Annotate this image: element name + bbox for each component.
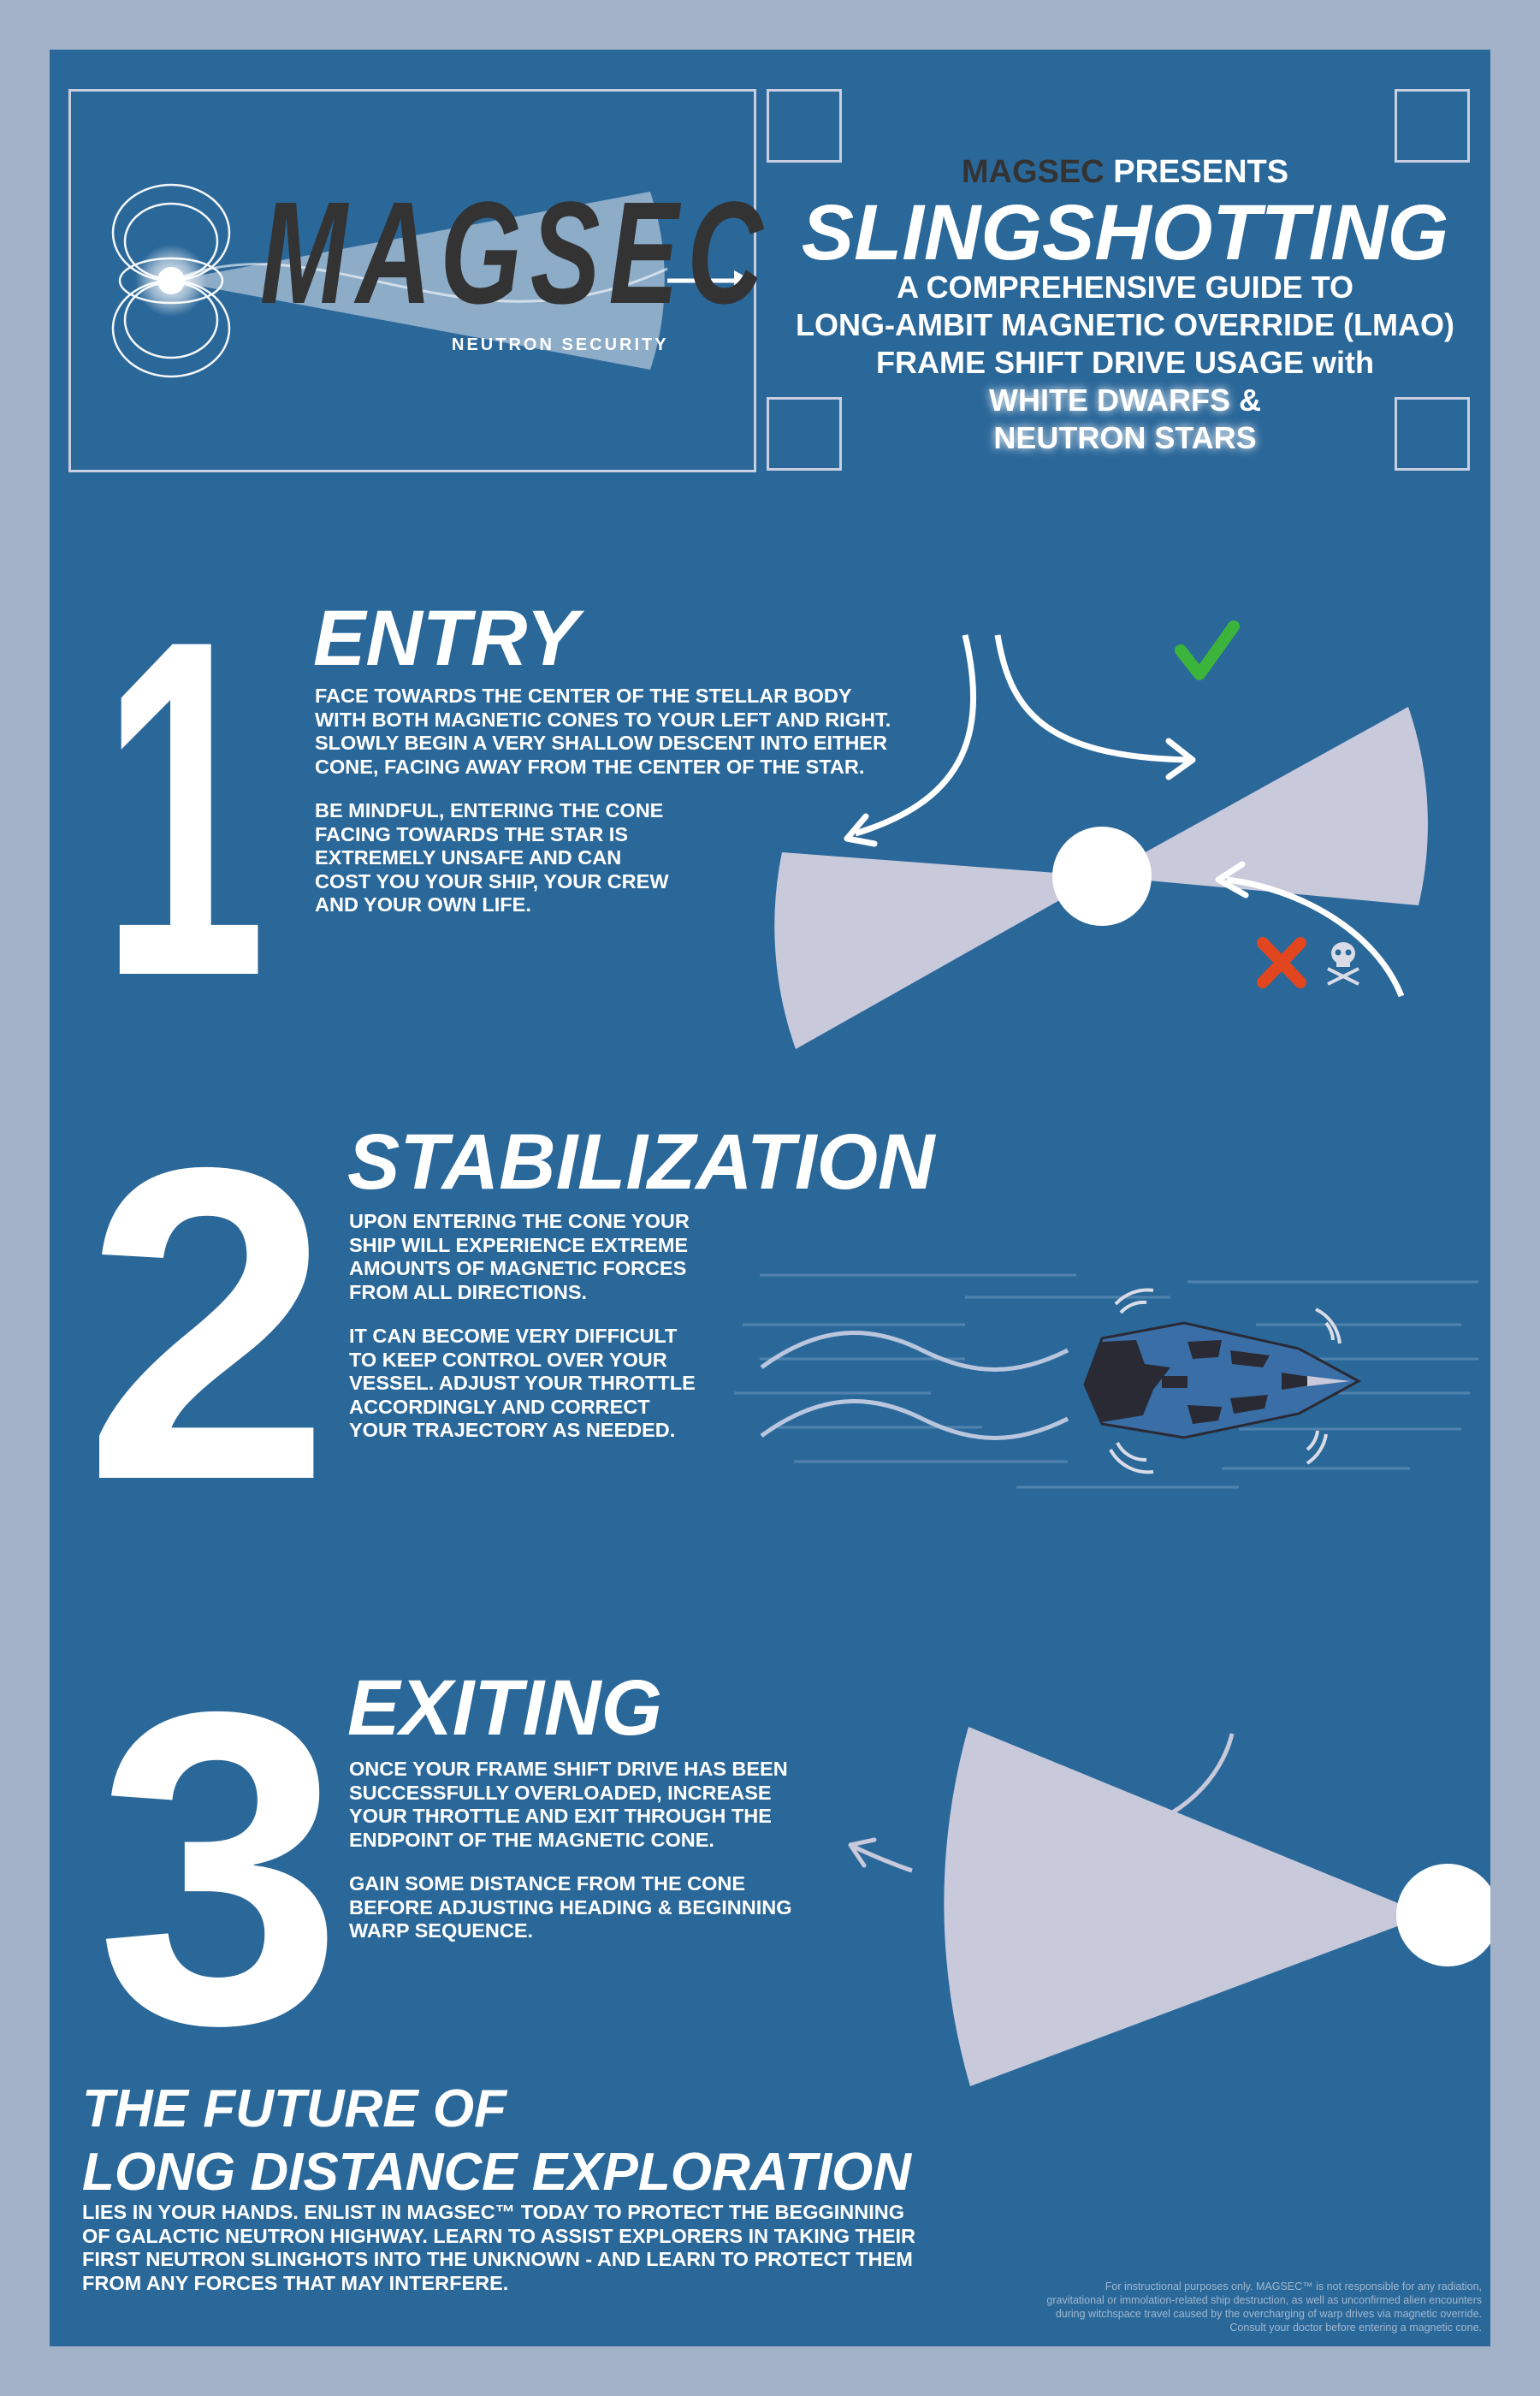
future-heading: THE FUTURE OF LONG DISTANCE EXPLORATION: [82, 2079, 912, 2202]
left-magnetic-cone: [774, 852, 1102, 1049]
entry-paragraph-2: BE MINDFUL, ENTERING THE CONE FACING TOW…: [315, 799, 669, 916]
presents-brand: MAGSEC: [961, 154, 1105, 190]
poster-panel: MAGSEC NEUTRON SECURITY MAGSEC PRESENTS …: [50, 50, 1490, 2346]
presents-word: PRESENTS: [1113, 154, 1289, 190]
exit-magnetic-cone: [944, 1727, 1427, 2086]
subtitle-line-3: FRAME SHIFT DRIVE USAGE with: [875, 345, 1374, 380]
subtitle-line-2: LONG-AMBIT MAGNETIC OVERRIDE (LMAO): [796, 307, 1454, 342]
white-dwarfs-label: WHITE DWARFS: [989, 383, 1230, 418]
stabilization-diagram: [734, 1273, 1478, 1489]
corner-box-top-right: [1395, 89, 1470, 163]
entry-paragraph-1: FACE TOWARDS THE CENTER OF THE STELLAR B…: [315, 685, 891, 778]
star-body: [1052, 827, 1152, 926]
neutron-stars-label: NEUTRON STARS: [993, 420, 1257, 455]
stabilization-paragraph-1: UPON ENTERING THE CONE YOUR SHIP WILL EX…: [349, 1210, 690, 1303]
ship-icon: [1083, 1288, 1362, 1474]
magsec-wordmark: MAGSEC: [260, 172, 772, 335]
exiting-diagram: [848, 1727, 1490, 2086]
ampersand: &: [1239, 383, 1261, 418]
logo-graphic: [111, 183, 753, 378]
corner-box-bottom-right: [1395, 397, 1470, 471]
stabilization-paragraph-2: IT CAN BECOME VERY DIFFICULT TO KEEP CON…: [349, 1325, 696, 1441]
page-title: SLINGSHOTTING: [801, 189, 1449, 276]
exiting-paragraph-1: ONCE YOUR FRAME SHIFT DRIVE HAS BEEN SUC…: [349, 1758, 788, 1851]
entry-title: ENTRY: [313, 595, 579, 682]
future-body: LIES IN YOUR HANDS. ENLIST IN MAGSEC™ TO…: [82, 2201, 915, 2294]
step-number-3: 3: [96, 1620, 343, 2117]
stabilization-title: STABILIZATION: [347, 1118, 935, 1206]
disclaimer: For instructional purposes only. MAGSEC™…: [1046, 2280, 1482, 2334]
checkmark-icon: [1175, 620, 1240, 680]
corner-box-bottom-left: [767, 397, 842, 471]
step-number-2: 2: [84, 1076, 331, 1573]
highlight-line-1: WHITE DWARFS &: [760, 382, 1490, 419]
exiting-title: EXITING: [347, 1664, 663, 1752]
corner-box-top-left: [767, 89, 842, 163]
logo-frame: [68, 89, 756, 472]
presents-line: MAGSEC PRESENTS: [760, 154, 1490, 191]
right-magnetic-cone: [1102, 707, 1428, 905]
exiting-paragraph-2: GAIN SOME DISTANCE FROM THE CONE BEFORE …: [349, 1872, 792, 1942]
step-number-1: 1: [101, 540, 266, 1076]
star-body-exit: [1396, 1864, 1490, 1966]
cross-icon: [1257, 937, 1306, 988]
subtitle-line-1: A COMPREHENSIVE GUIDE TO: [896, 270, 1354, 305]
skull-crossbones-icon: [1327, 942, 1359, 986]
neutron-security-tagline: NEUTRON SECURITY: [452, 335, 669, 354]
entry-diagram: [774, 620, 1428, 1049]
